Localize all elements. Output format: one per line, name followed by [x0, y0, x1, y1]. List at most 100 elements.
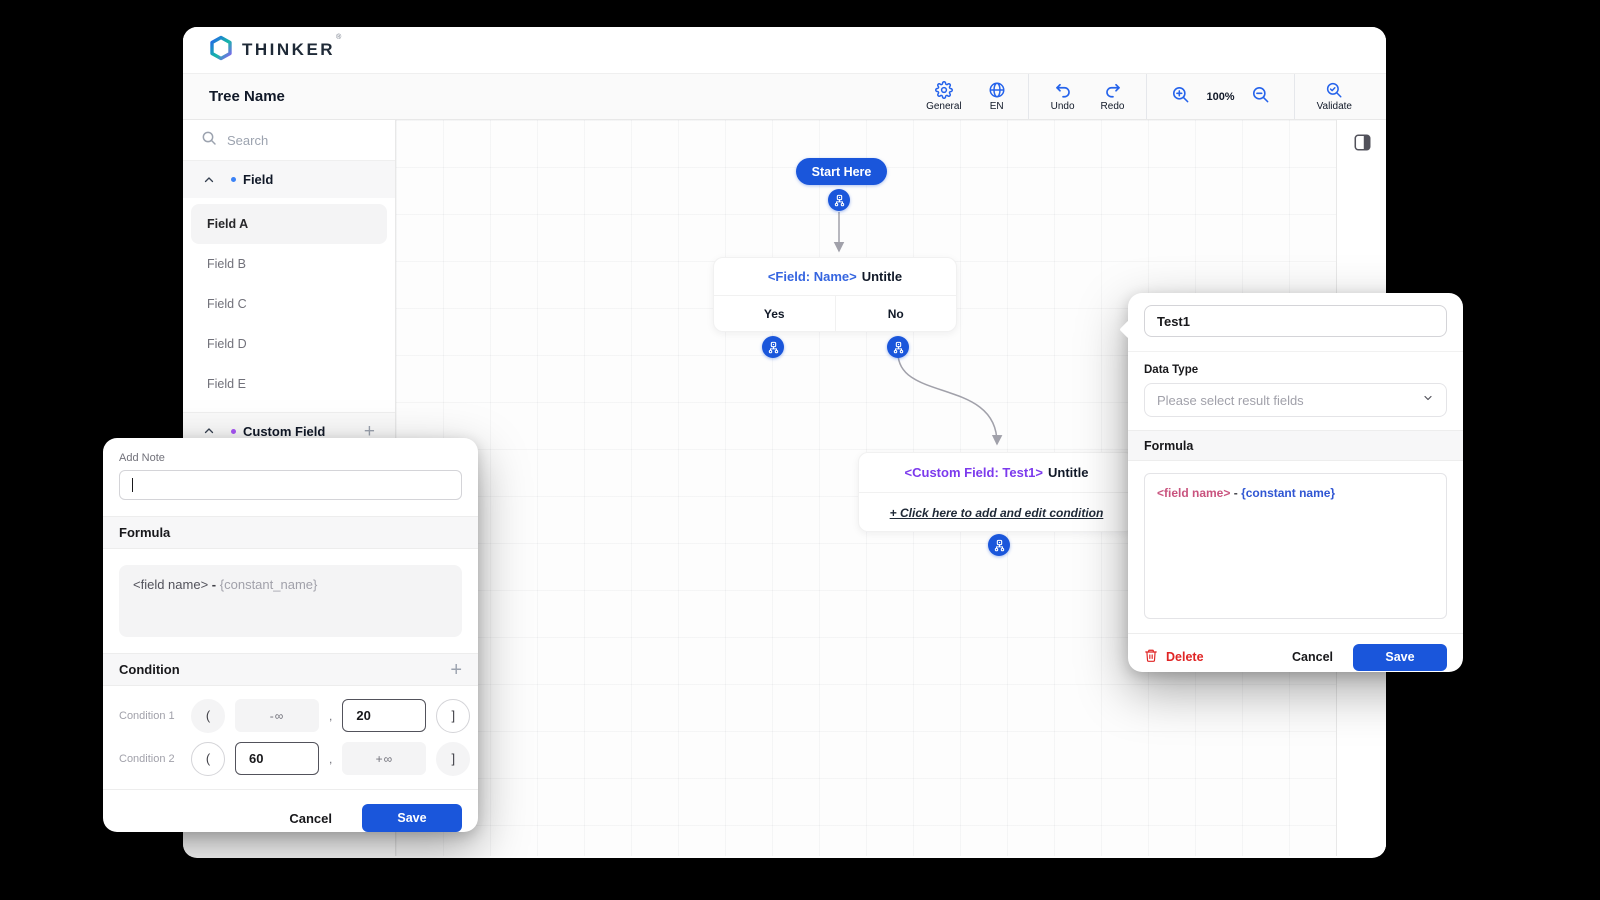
- undo-label: Undo: [1050, 101, 1075, 112]
- sidebar-item-field-b[interactable]: Field B: [207, 257, 246, 271]
- formula-constant-token: {constant_name}: [219, 577, 318, 592]
- add-note-label: Add Note: [119, 452, 165, 464]
- formula-editor[interactable]: <field name> - {constant_name}: [119, 565, 462, 637]
- note-condition-modal: Add Note Formula <field name> - {constan…: [103, 438, 478, 832]
- field-section-label: Field: [243, 172, 274, 187]
- condition-row-2: Condition 2 ( 60 , +∞ ]: [103, 737, 478, 780]
- sidebar-section-field[interactable]: Field: [183, 161, 395, 198]
- validate-check-icon: [1325, 81, 1343, 99]
- close-bracket-button[interactable]: ]: [436, 698, 471, 733]
- text-caret: [132, 478, 133, 492]
- toolbar-separator: [1146, 74, 1148, 119]
- validate-button[interactable]: Validate: [1317, 81, 1352, 112]
- condition-2-label: Condition 2: [119, 752, 175, 765]
- delete-label: Delete: [1166, 650, 1204, 664]
- bounds-separator: ,: [329, 708, 333, 723]
- close-bracket-button[interactable]: ]: [436, 741, 471, 776]
- branch-connector-icon[interactable]: [887, 336, 909, 358]
- undo-button[interactable]: Undo: [1051, 81, 1075, 112]
- formula-field-token: <field name>: [1157, 486, 1231, 500]
- field-decision-node[interactable]: <Field: Name> Untitle Yes No: [713, 257, 957, 332]
- data-type-placeholder: Please select result fields: [1157, 392, 1304, 408]
- sidebar-item-field-d[interactable]: Field D: [207, 337, 247, 351]
- divider: [1128, 351, 1463, 352]
- toolbar: Tree Name General EN: [183, 73, 1386, 120]
- upper-bound-value: +∞: [342, 742, 427, 775]
- branch-connector-icon[interactable]: [988, 534, 1010, 556]
- gear-icon: [934, 81, 953, 99]
- brand-logo: THINKER®: [209, 34, 342, 66]
- sidebar-item-field-a[interactable]: Field A: [191, 204, 387, 244]
- zoom-out-button[interactable]: [1251, 85, 1270, 109]
- formula-editor[interactable]: <field name> - {constant name}: [1144, 473, 1447, 619]
- open-bracket-button[interactable]: (: [191, 741, 225, 776]
- branch-no[interactable]: No: [834, 296, 957, 331]
- cancel-button[interactable]: Cancel: [1292, 650, 1333, 664]
- custom-field-node[interactable]: <Custom Field: Test1> Untitle + Click he…: [858, 452, 1135, 532]
- condition-label: Condition: [119, 662, 180, 677]
- zoom-level: 100%: [1206, 90, 1235, 103]
- condition-section-header: Condition +: [103, 653, 478, 686]
- custom-node-tag: <Custom Field: Test1>: [904, 465, 1043, 480]
- formula-label: Formula: [1144, 438, 1194, 453]
- save-button[interactable]: Save: [362, 804, 462, 832]
- lower-bound-input[interactable]: 60: [235, 742, 319, 775]
- result-field-modal: Test1 Data Type Please select result fie…: [1119, 293, 1463, 672]
- logo-bar: THINKER®: [183, 27, 1386, 73]
- validate-label: Validate: [1316, 101, 1352, 112]
- language-button[interactable]: EN: [988, 81, 1006, 112]
- redo-button[interactable]: Redo: [1100, 81, 1125, 112]
- search-placeholder: Search: [227, 132, 269, 148]
- formula-field-token: <field name>: [133, 577, 209, 592]
- start-here-node[interactable]: Start Here: [796, 158, 887, 185]
- redo-icon: [1104, 81, 1122, 99]
- field-dot-icon: [231, 177, 236, 182]
- branch-connector-icon[interactable]: [828, 189, 850, 211]
- formula-label: Formula: [119, 525, 171, 540]
- edit-condition-link[interactable]: + Click here to add and edit condition: [889, 505, 1104, 520]
- custom-field-name-input[interactable]: Test1: [1144, 305, 1447, 337]
- trash-icon: [1144, 648, 1158, 666]
- general-settings-button[interactable]: General: [926, 81, 962, 112]
- field-node-tag: <Field: Name>: [767, 269, 857, 284]
- note-modal-footer: Cancel Save: [103, 789, 478, 846]
- search-input[interactable]: Search: [183, 120, 395, 161]
- branch-yes[interactable]: Yes: [763, 307, 785, 321]
- custom-node-title: Untitle: [1048, 465, 1089, 480]
- chevron-up-icon: [203, 425, 215, 437]
- cancel-button[interactable]: Cancel: [289, 810, 332, 826]
- tree-name-title: Tree Name: [209, 88, 285, 105]
- condition-1-label: Condition 1: [119, 709, 175, 722]
- result-modal-footer: Delete Cancel Save: [1128, 633, 1463, 680]
- save-button[interactable]: Save: [1353, 643, 1447, 671]
- formula-section-header: Formula: [1128, 430, 1463, 461]
- upper-bound-input[interactable]: 20: [342, 699, 427, 732]
- add-note-input[interactable]: [119, 470, 462, 500]
- hexagon-logo-icon: [209, 35, 233, 66]
- data-type-select[interactable]: Please select result fields: [1144, 383, 1447, 417]
- formula-operator: -: [211, 577, 217, 592]
- panel-toggle-icon[interactable]: [1354, 134, 1371, 156]
- add-condition-button[interactable]: +: [450, 658, 462, 681]
- language-label: EN: [989, 101, 1004, 112]
- toolbar-separator: [1027, 74, 1029, 119]
- search-icon: [201, 130, 217, 151]
- zoom-in-button[interactable]: [1171, 85, 1190, 109]
- open-bracket-button[interactable]: (: [191, 698, 225, 733]
- delete-button[interactable]: Delete: [1144, 648, 1204, 666]
- custom-field-section-label: Custom Field: [243, 423, 326, 439]
- brand-name: THINKER®: [242, 34, 342, 59]
- field-node-title: Untitle: [861, 269, 903, 284]
- sidebar-item-field-c[interactable]: Field C: [207, 297, 247, 311]
- formula-operator: -: [1233, 486, 1238, 500]
- formula-section-header: Formula: [103, 516, 478, 549]
- redo-label: Redo: [1100, 101, 1125, 112]
- toolbar-separator: [1293, 74, 1295, 119]
- bounds-separator: ,: [329, 751, 333, 766]
- add-custom-field-button[interactable]: +: [363, 420, 375, 442]
- branch-connector-icon[interactable]: [762, 336, 784, 358]
- sidebar-item-field-e[interactable]: Field E: [207, 377, 246, 391]
- chevron-down-icon: [1422, 391, 1434, 409]
- data-type-label: Data Type: [1144, 364, 1199, 376]
- condition-row-1: Condition 1 ( -∞ , 20 ]: [103, 694, 478, 737]
